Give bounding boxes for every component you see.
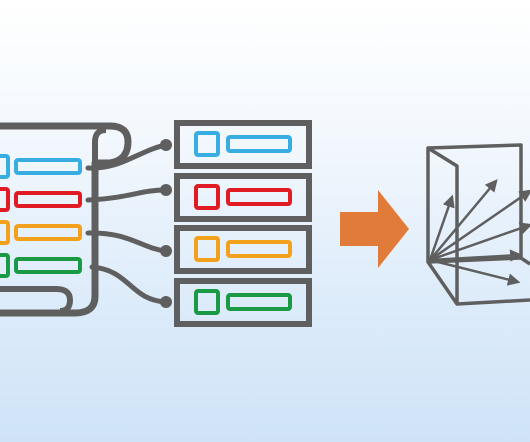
vector-arrow xyxy=(429,258,521,286)
document-row-bar xyxy=(14,191,82,208)
record-card-icon xyxy=(174,120,312,169)
record-card-frame xyxy=(174,173,312,222)
document-row-marker xyxy=(0,154,10,179)
vector-arrow xyxy=(429,249,523,262)
record-card-marker xyxy=(194,289,220,315)
vector-arrows xyxy=(428,179,530,286)
record-card-frame xyxy=(174,120,312,169)
document-row-bar xyxy=(14,257,82,274)
connector-line xyxy=(85,230,169,254)
document-row-bar xyxy=(14,158,82,175)
document-rows xyxy=(0,154,82,278)
record-card-marker xyxy=(194,131,220,157)
connector-line xyxy=(85,142,169,171)
record-card-bar xyxy=(226,188,292,206)
connector-line xyxy=(89,264,169,305)
vector-arrow xyxy=(429,222,530,262)
vector-arrow xyxy=(429,179,498,261)
document-row-marker xyxy=(0,253,10,278)
record-card-marker xyxy=(194,236,220,262)
document-row-marker xyxy=(0,220,10,245)
record-card-frame xyxy=(174,278,312,327)
record-cards xyxy=(174,120,312,327)
document-row-bar xyxy=(14,224,82,241)
record-card-bar xyxy=(226,135,292,153)
connector-dot xyxy=(160,296,172,308)
vector-arrow xyxy=(428,194,455,261)
record-card-bar xyxy=(226,240,292,258)
connector-dot xyxy=(160,245,172,257)
right-arrow-icon xyxy=(340,190,409,268)
record-card-marker xyxy=(194,184,220,210)
connector-dot xyxy=(160,139,172,151)
record-card-icon xyxy=(174,173,312,222)
record-card-frame xyxy=(174,225,312,274)
connector-dot xyxy=(160,184,172,196)
record-card-icon xyxy=(174,278,312,327)
connector-lines xyxy=(85,139,172,308)
floor xyxy=(426,256,530,306)
record-card-icon xyxy=(174,225,312,274)
document-row-marker xyxy=(0,187,10,212)
record-card-bar xyxy=(226,293,292,311)
scroll-document-icon xyxy=(0,122,132,317)
connector-line xyxy=(85,187,169,203)
vector-arrow xyxy=(429,189,530,262)
3d-vector-space-icon xyxy=(426,143,530,306)
